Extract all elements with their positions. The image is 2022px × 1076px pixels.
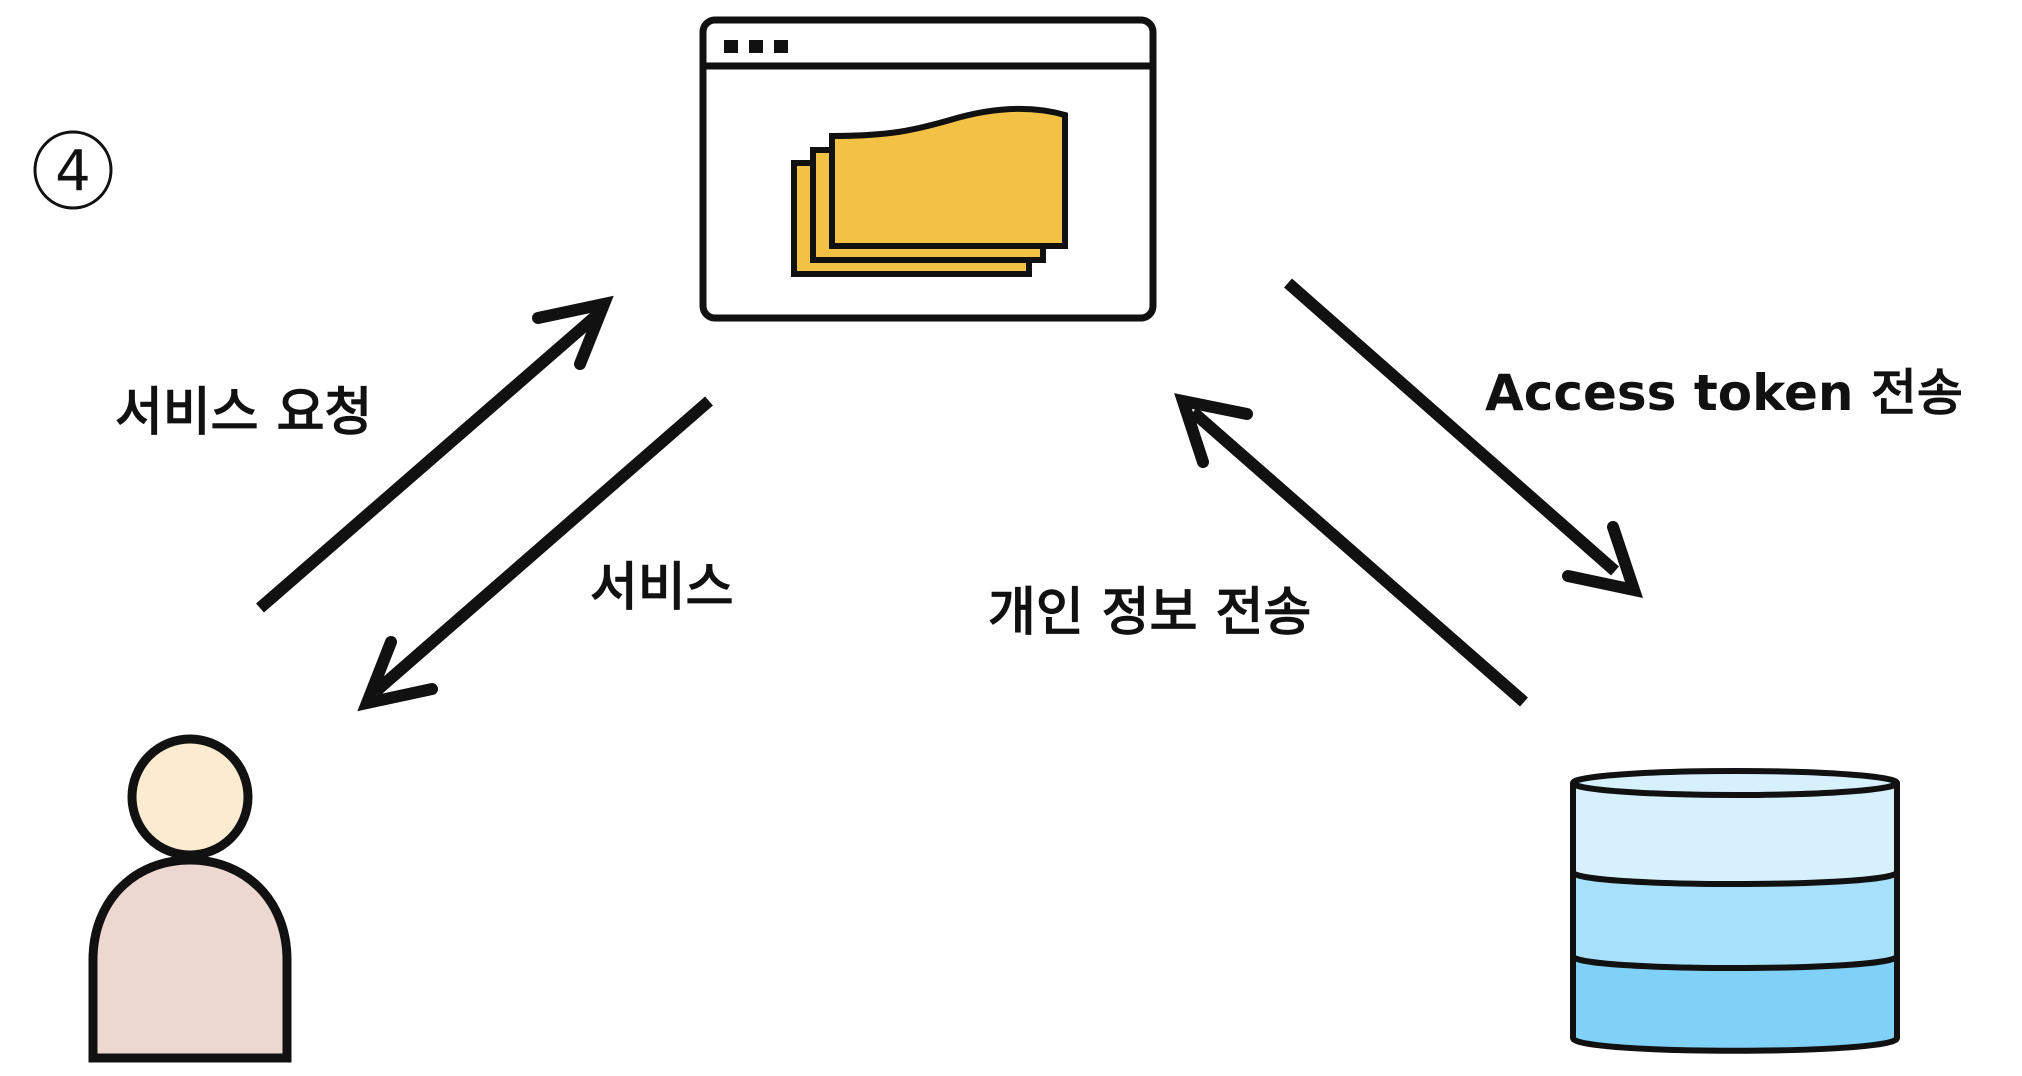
label-service-request: 서비스 요청 [115,383,372,443]
label-access-token: Access token 전송 [1485,364,1963,422]
arrow-personal-info [1174,393,1528,707]
database-icon [1570,768,1900,1054]
arrow-service-request [256,295,614,613]
browser-window-icon [699,16,1157,322]
label-personal-info: 개인 정보 전송 [988,583,1311,643]
arrow-service [357,396,713,712]
user-icon [88,734,292,1063]
step-badge: 4 [33,130,113,210]
arrow-access-token [1284,278,1644,599]
label-service: 서비스 [590,558,734,618]
document-stack-icon [791,106,1068,277]
step-number: 4 [55,139,91,204]
